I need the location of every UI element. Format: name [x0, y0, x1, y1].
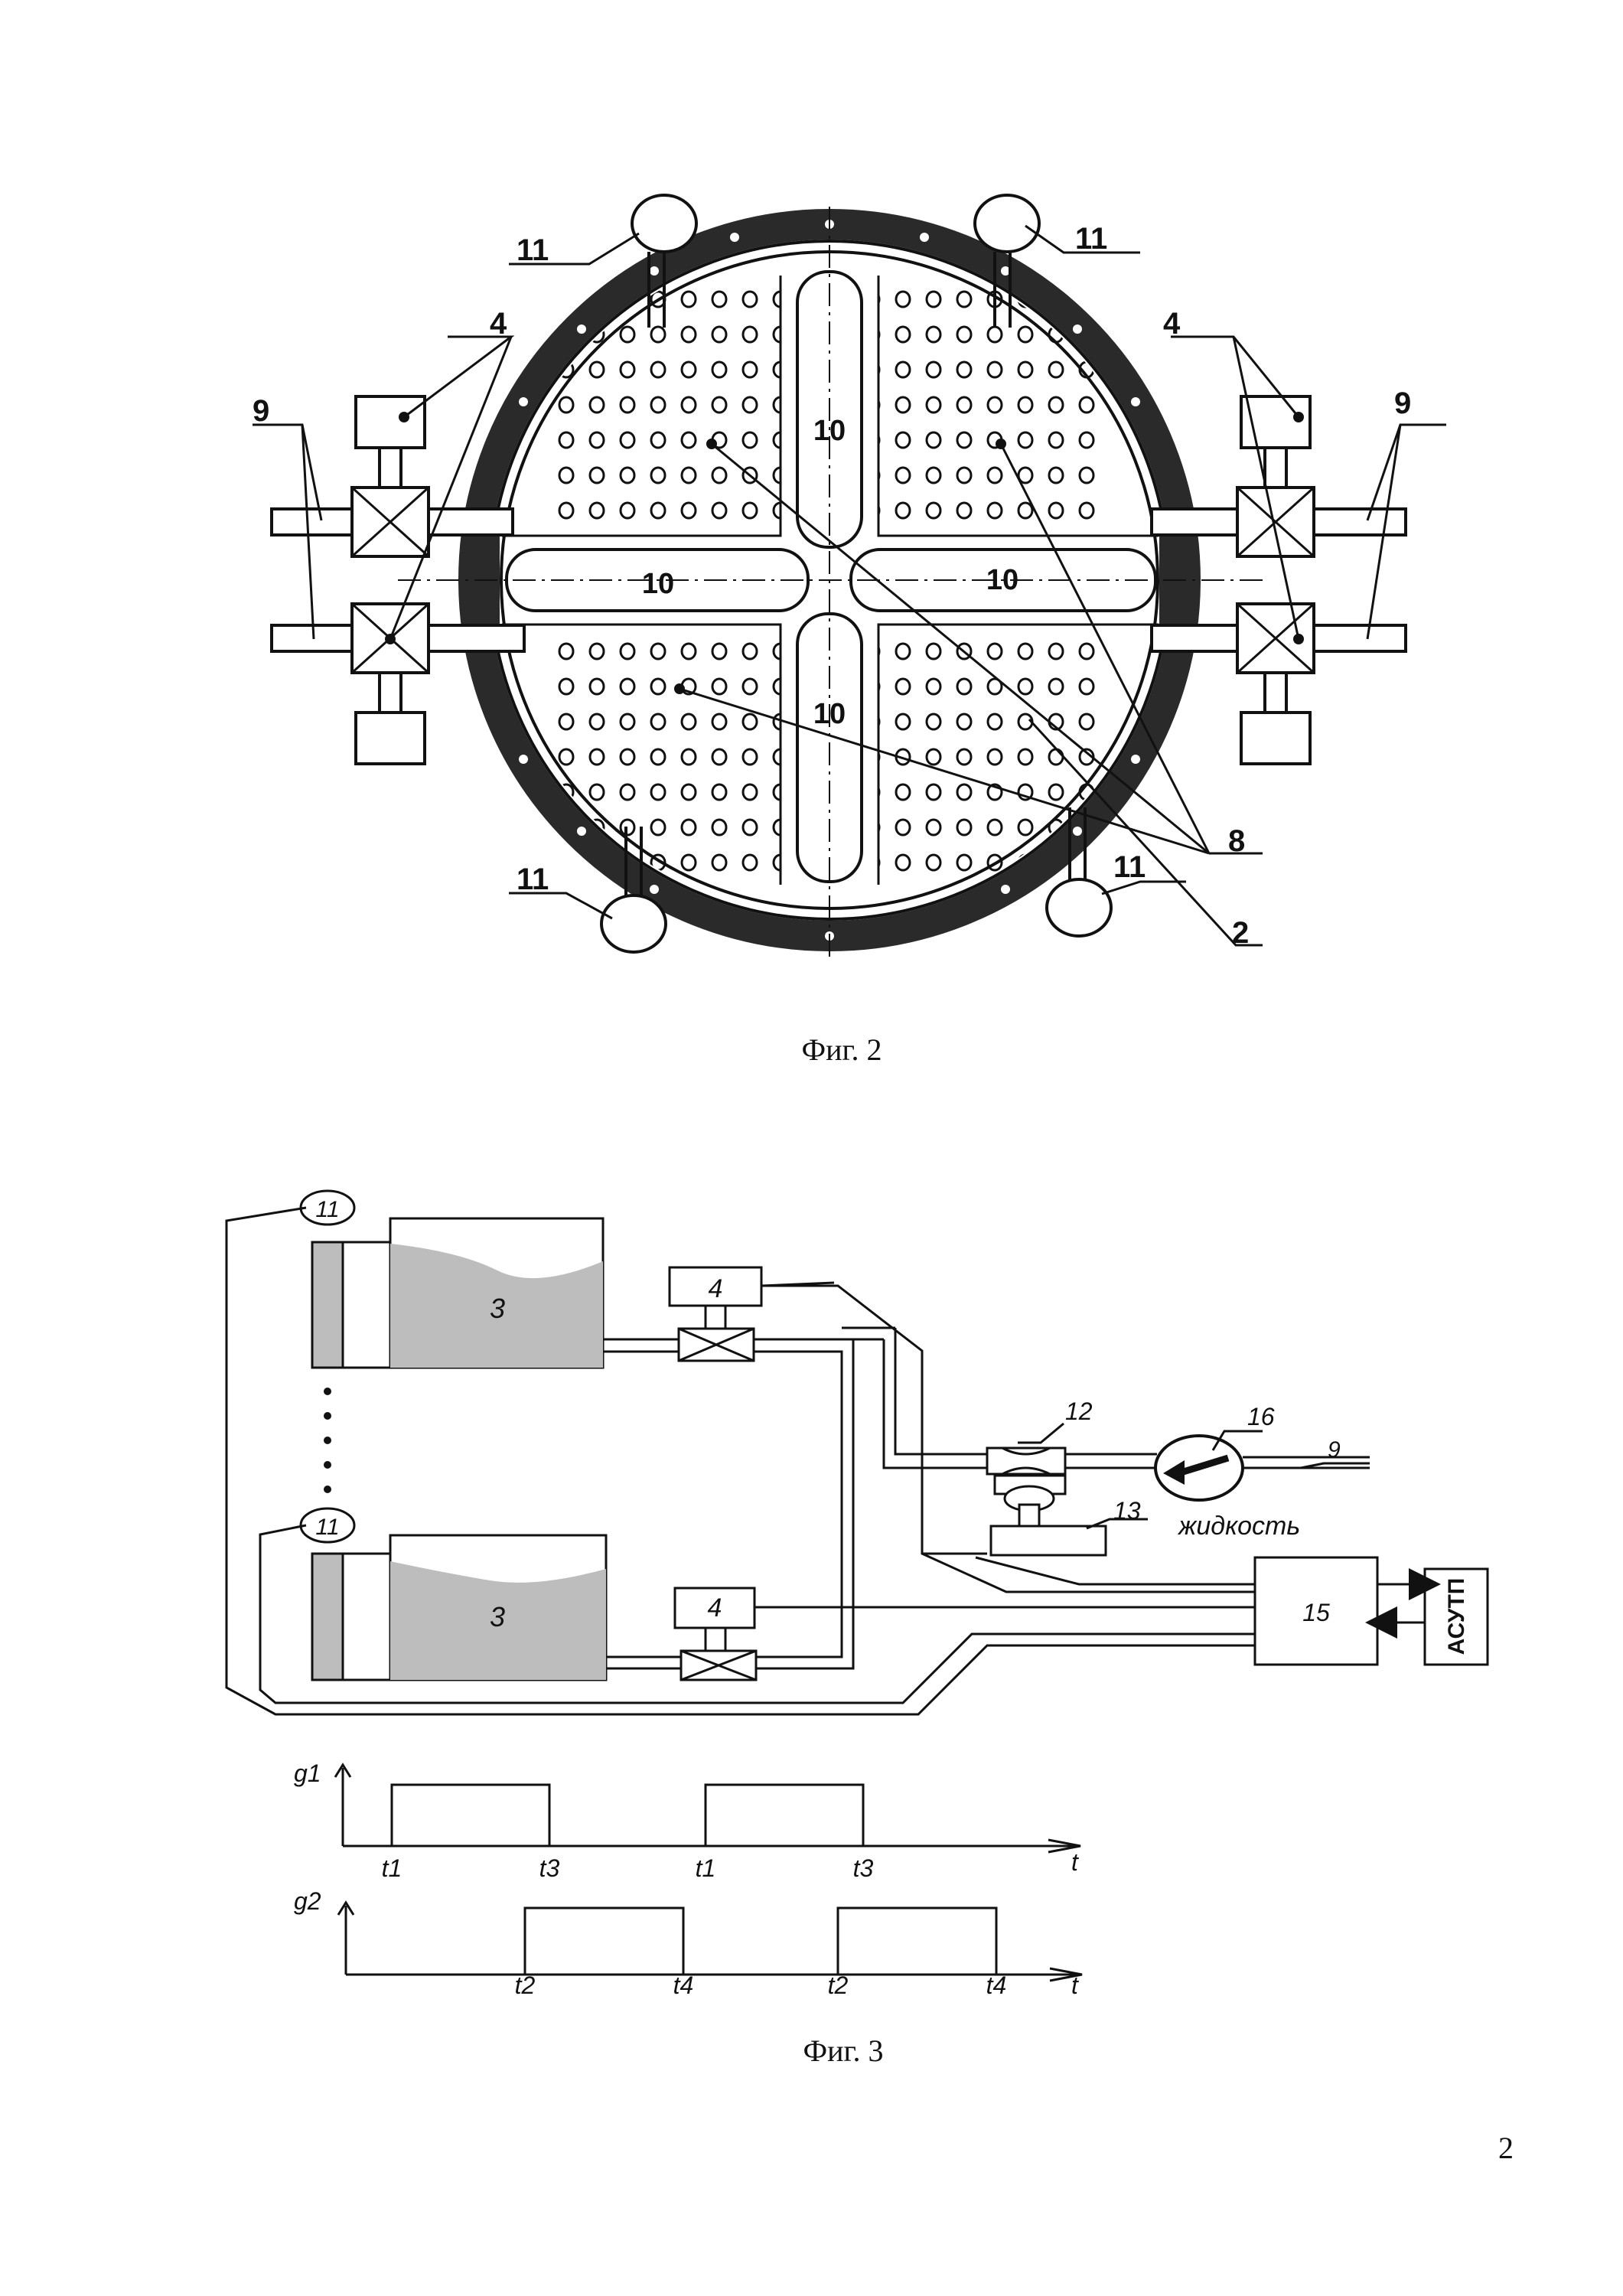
fig3-label-asutp: АСУТП — [1444, 1578, 1469, 1655]
page-number: 2 — [1498, 2131, 1514, 2165]
fig2-label-10-left: 10 — [642, 568, 674, 600]
timing-diagrams — [334, 1763, 1083, 1982]
timing-labels: g1 t1 t3 t1 t3 t g2 t2 t4 t2 t4 t — [294, 1760, 1079, 1999]
timing-g1-label: g1 — [294, 1760, 321, 1787]
fig3-label-4-bottom: 4 — [708, 1593, 722, 1623]
timing-g2-tick-1: t2 — [515, 1971, 536, 1999]
timing-g2-tick-3: t2 — [828, 1971, 849, 1999]
timing-g1-tick-4: t3 — [853, 1854, 874, 1882]
fig2-label-11-bottom-right: 11 — [1113, 850, 1146, 884]
block-13 — [989, 1525, 1107, 1557]
fig2-label-11-bottom-left: 11 — [517, 863, 549, 896]
fig2-label-10-bottom: 10 — [813, 698, 846, 730]
fig3-label-16: 16 — [1247, 1403, 1275, 1430]
fig3-label-12: 12 — [1065, 1397, 1093, 1425]
asutp-box — [1423, 1567, 1489, 1666]
fig2-label-4-right: 4 — [1163, 307, 1181, 341]
valve-left-top — [270, 395, 514, 558]
valve-right-top — [1150, 395, 1407, 558]
fig2-label-10-top: 10 — [813, 415, 846, 447]
fig3-label-3-bottom: 3 — [490, 1601, 505, 1632]
timing-g2-tick-4: t4 — [986, 1971, 1007, 1999]
fig3-label-15: 15 — [1302, 1599, 1330, 1626]
timing-g1-tick-2: t3 — [539, 1854, 560, 1882]
sensors-11 — [600, 194, 1113, 954]
fig2-label-9-right: 9 — [1394, 386, 1411, 420]
timing-g2-tick-2: t4 — [673, 1971, 694, 1999]
fig3-caption: Фиг. 3 — [803, 2033, 884, 2068]
flow-element-12 — [986, 1446, 1067, 1476]
fig3-diagram: 11 11 3 3 4 4 12 16 9 13 жидкость 15 АСУ… — [225, 1189, 1489, 1716]
fig2-label-11-top-right: 11 — [1075, 222, 1107, 256]
controller-15 — [1253, 1556, 1379, 1666]
fig2-label-9-left: 9 — [253, 394, 269, 428]
fig2-caption: Фиг. 2 — [802, 1032, 882, 1067]
fig2-label-11-top-left: 11 — [517, 233, 549, 267]
fig2-label-2: 2 — [1232, 916, 1249, 950]
timing-g1-axis: t — [1071, 1848, 1079, 1876]
fig3-label-9: 9 — [1328, 1437, 1341, 1463]
ring-bolts — [470, 220, 1189, 941]
fig3-label-11-bottom: 11 — [315, 1515, 339, 1540]
valve-right-bottom — [1150, 602, 1407, 765]
timing-g1-tick-3: t1 — [696, 1854, 716, 1882]
fig2-label-8: 8 — [1228, 824, 1245, 858]
fig2-diagram: 11 11 4 4 9 9 10 10 10 10 8 2 11 11 — [253, 194, 1446, 957]
fig3-label-liquid: жидкость — [1177, 1512, 1300, 1541]
fig3-label-11-top: 11 — [315, 1197, 339, 1222]
timing-g2-axis: t — [1071, 1971, 1079, 1999]
timing-g1-tick-1: t1 — [382, 1854, 402, 1882]
fig3-label-3-top: 3 — [490, 1293, 505, 1324]
timing-g2-label: g2 — [294, 1887, 321, 1915]
valve-left-bottom — [270, 602, 526, 765]
fig2-label-10-right: 10 — [986, 564, 1018, 596]
fig3-label-13: 13 — [1113, 1497, 1141, 1525]
fig3-label-4-top: 4 — [709, 1274, 723, 1303]
fig2-label-4-left: 4 — [490, 307, 507, 341]
